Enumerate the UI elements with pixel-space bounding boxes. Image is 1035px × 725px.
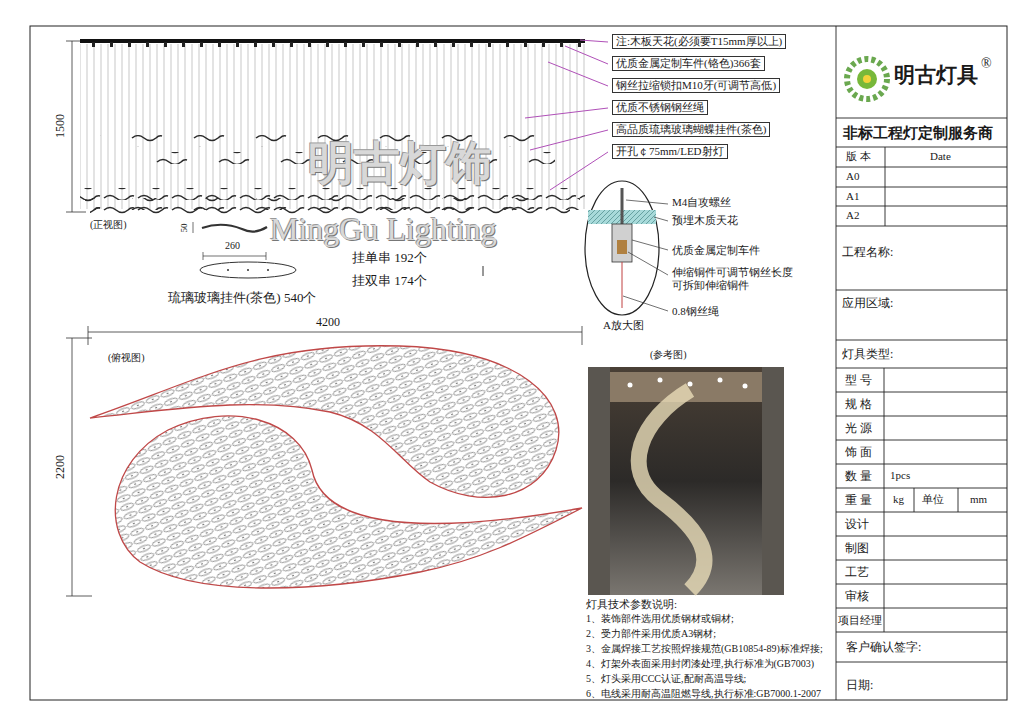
count-text: 挂单串 192个 (352, 250, 427, 266)
detail-a (585, 181, 668, 315)
dimension: 50 (179, 223, 190, 234)
table-cell: mm (970, 493, 987, 506)
table-cell: A1 (846, 190, 859, 203)
table-cell: 制图 (845, 541, 869, 555)
view-title: (参考图) (650, 349, 687, 361)
detail-callout: 优质金属定制车件 (672, 244, 760, 257)
reference-photo (588, 367, 784, 595)
table-cell: 数 量 (845, 469, 872, 483)
table-cell: 灯具类型: (842, 347, 893, 361)
table-cell: 光 源 (845, 421, 872, 435)
logo-icon (847, 59, 887, 99)
view-title: (俯视图) (108, 352, 145, 364)
watermark: MingGu Lighting (270, 210, 497, 248)
table-cell: A2 (846, 209, 859, 222)
table-cell: Date (930, 150, 951, 163)
note-line: 4、灯架外表面采用封闭漆处理,执行标准为(GB7003) (586, 658, 814, 670)
table-cell: 设计 (845, 517, 869, 531)
callout-note: 注:木板天花(必须要T15mm厚以上) (612, 34, 786, 49)
callout-text: 开孔￠75mm/LED射灯 (612, 144, 728, 159)
dimension: 2200 (53, 453, 67, 481)
front-view (66, 41, 585, 217)
count-text: 挂双串 174个 (352, 273, 427, 289)
tagline: 非标工程灯定制服务商 (843, 124, 993, 142)
leader-lines (525, 40, 608, 190)
detail-callout: 预埋木质天花 (672, 214, 738, 227)
dimension: 260 (225, 240, 240, 252)
detail-callout: 0.8钢丝绳 (672, 305, 719, 318)
table-cell: 饰 面 (845, 445, 872, 459)
table-cell: 单位 (922, 493, 944, 506)
table-cell: A0 (846, 170, 859, 183)
table-cell: 应用区域: (842, 296, 893, 310)
note-line: 1、装饰部件选用优质钢材或铜材; (586, 613, 734, 625)
callout-text: 高品质琉璃玻璃蝴蝶挂件(茶色) (612, 122, 770, 137)
table-cell: 工程名称: (842, 245, 893, 259)
note-line: 5、灯头采用CCC认证,配耐高温导线; (586, 673, 746, 685)
table-cell: 项目经理 (838, 614, 882, 627)
callout-text: 优质不锈钢钢丝绳 (612, 100, 708, 115)
table-cell: 客户确认签字: (846, 640, 921, 654)
note-line: 6、电线采用耐高温阻燃导线,执行标准:GB7000.1-2007 (586, 688, 821, 700)
table-cell: 版 本 (846, 150, 871, 163)
dimension: 1500 (53, 113, 67, 139)
callout-text: 钢丝拉缩锁扣M10牙(可调节高低) (612, 78, 780, 93)
watermark: 明古灯饰 (308, 136, 492, 191)
dimension: 4200 (316, 315, 340, 329)
table-cell: 工艺 (845, 565, 869, 579)
table-cell: 重 量 (845, 493, 872, 507)
note-line: 3、金属焊接工艺按照焊接规范(GB10854-89)标准焊接; (586, 643, 823, 655)
table-cell: kg (893, 493, 904, 506)
callout-text: 优质金属定制车件(铬色)366套 (612, 56, 765, 71)
note-line: 2、受力部件采用优质A3钢材; (586, 628, 716, 640)
table-cell: 审核 (845, 589, 869, 603)
table-cell: 规 格 (845, 397, 872, 411)
detail-callout: M4自攻螺丝 (672, 196, 731, 209)
detail-callout: 伸缩铜件可调节钢丝长度 可拆卸伸缩铜件 (672, 266, 800, 292)
notes-heading: 灯具技术参数说明: (586, 598, 677, 611)
parts-total: 琉璃玻璃挂件(茶色) 540个 (168, 290, 316, 306)
registered-mark: ® (981, 56, 992, 73)
title-block (836, 26, 1007, 700)
detail-title: A放大图 (603, 319, 644, 332)
brand-name: 明古灯具 (894, 63, 978, 88)
table-cell: 型 号 (845, 373, 872, 387)
view-title: (正视图) (90, 219, 127, 231)
sheet-border (30, 26, 1007, 700)
table-cell: 1pcs (890, 469, 910, 482)
table-cell: 日期: (846, 678, 873, 692)
top-view (66, 326, 582, 596)
